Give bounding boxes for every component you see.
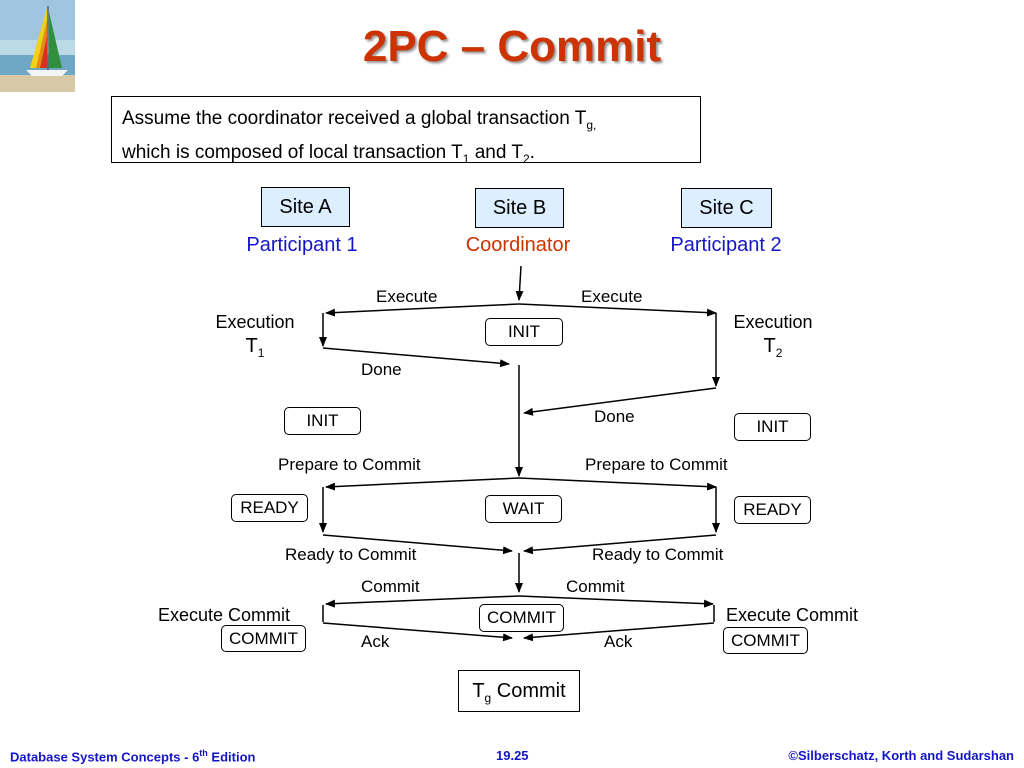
prepare-right-label: Prepare to Commit: [585, 455, 728, 474]
commit-left-arrow: [325, 595, 520, 608]
execution-t1-label: Execution T1: [215, 312, 295, 360]
ready-right-label: Ready to Commit: [592, 545, 724, 564]
tg-commit-box: Tg Commit: [458, 670, 580, 712]
execute-right-label: Execute: [581, 287, 643, 306]
sailboat-logo: [0, 0, 75, 92]
ack-right-label: Ack: [604, 632, 633, 651]
commit-right-arrow: [518, 595, 714, 608]
prepare-left-arrow: [325, 477, 520, 491]
ack-right-arrow: [523, 622, 715, 642]
coord-commit-state: COMMIT: [479, 604, 564, 632]
coord-wait-state: WAIT: [485, 495, 562, 523]
c-ready-state: READY: [734, 496, 811, 524]
ready-right-arrow: [523, 534, 717, 555]
execute-left-label: Execute: [376, 287, 438, 306]
execution-t2-label: Execution T2: [733, 312, 813, 360]
execute-right-arrow: [518, 303, 717, 317]
coord-init-state: INIT: [485, 318, 563, 346]
a-commit-state: COMMIT: [221, 625, 306, 652]
coordinator-label: Coordinator: [465, 234, 571, 256]
ack-left-arrow: [322, 622, 513, 642]
done-left-arrow: [322, 347, 510, 368]
done-right-label: Done: [594, 407, 635, 426]
execute-commit-left-label: Execute Commit: [158, 605, 291, 625]
participant-1-label: Participant 1: [246, 234, 358, 256]
ready-left-arrow: [322, 534, 513, 555]
execute-left-arrow: [325, 303, 520, 317]
footer-copyright: ©Silberschatz, Korth and Sudarshan: [788, 748, 1014, 763]
c-init-state: INIT: [734, 413, 811, 441]
site-c-box: Site C: [681, 188, 772, 228]
ready-left-label: Ready to Commit: [285, 545, 417, 564]
site-b-box: Site B: [475, 188, 564, 228]
footer-book-title: Database System Concepts - 6th Edition: [10, 748, 256, 765]
done-left-label: Done: [361, 360, 402, 379]
assumption-box: Assume the coordinator received a global…: [111, 96, 701, 166]
done-right-arrow: [523, 387, 717, 416]
c-commit-state: COMMIT: [723, 627, 808, 654]
assumption-line-2: which is composed of local transaction T…: [122, 141, 535, 166]
assumption-line-1: Assume the coordinator received a global…: [122, 108, 597, 132]
commit-left-label: Commit: [361, 577, 420, 596]
prepare-left-label: Prepare to Commit: [278, 455, 421, 474]
coord-start-arrow: [515, 265, 524, 301]
ack-left-label: Ack: [361, 632, 390, 651]
slide-title: 2PC – Commit: [362, 22, 662, 71]
prepare-right-arrow: [518, 477, 717, 491]
commit-right-label: Commit: [566, 577, 625, 596]
participant-2-label: Participant 2: [670, 234, 782, 256]
footer-page-number: 19.25: [496, 748, 529, 763]
a-ready-state: READY: [231, 494, 308, 522]
site-a-box: Site A: [261, 187, 350, 227]
execute-commit-right-label: Execute Commit: [726, 605, 859, 625]
slide-footer: Database System Concepts - 6th Edition 1…: [0, 742, 1024, 768]
a-init-state: INIT: [284, 407, 361, 435]
